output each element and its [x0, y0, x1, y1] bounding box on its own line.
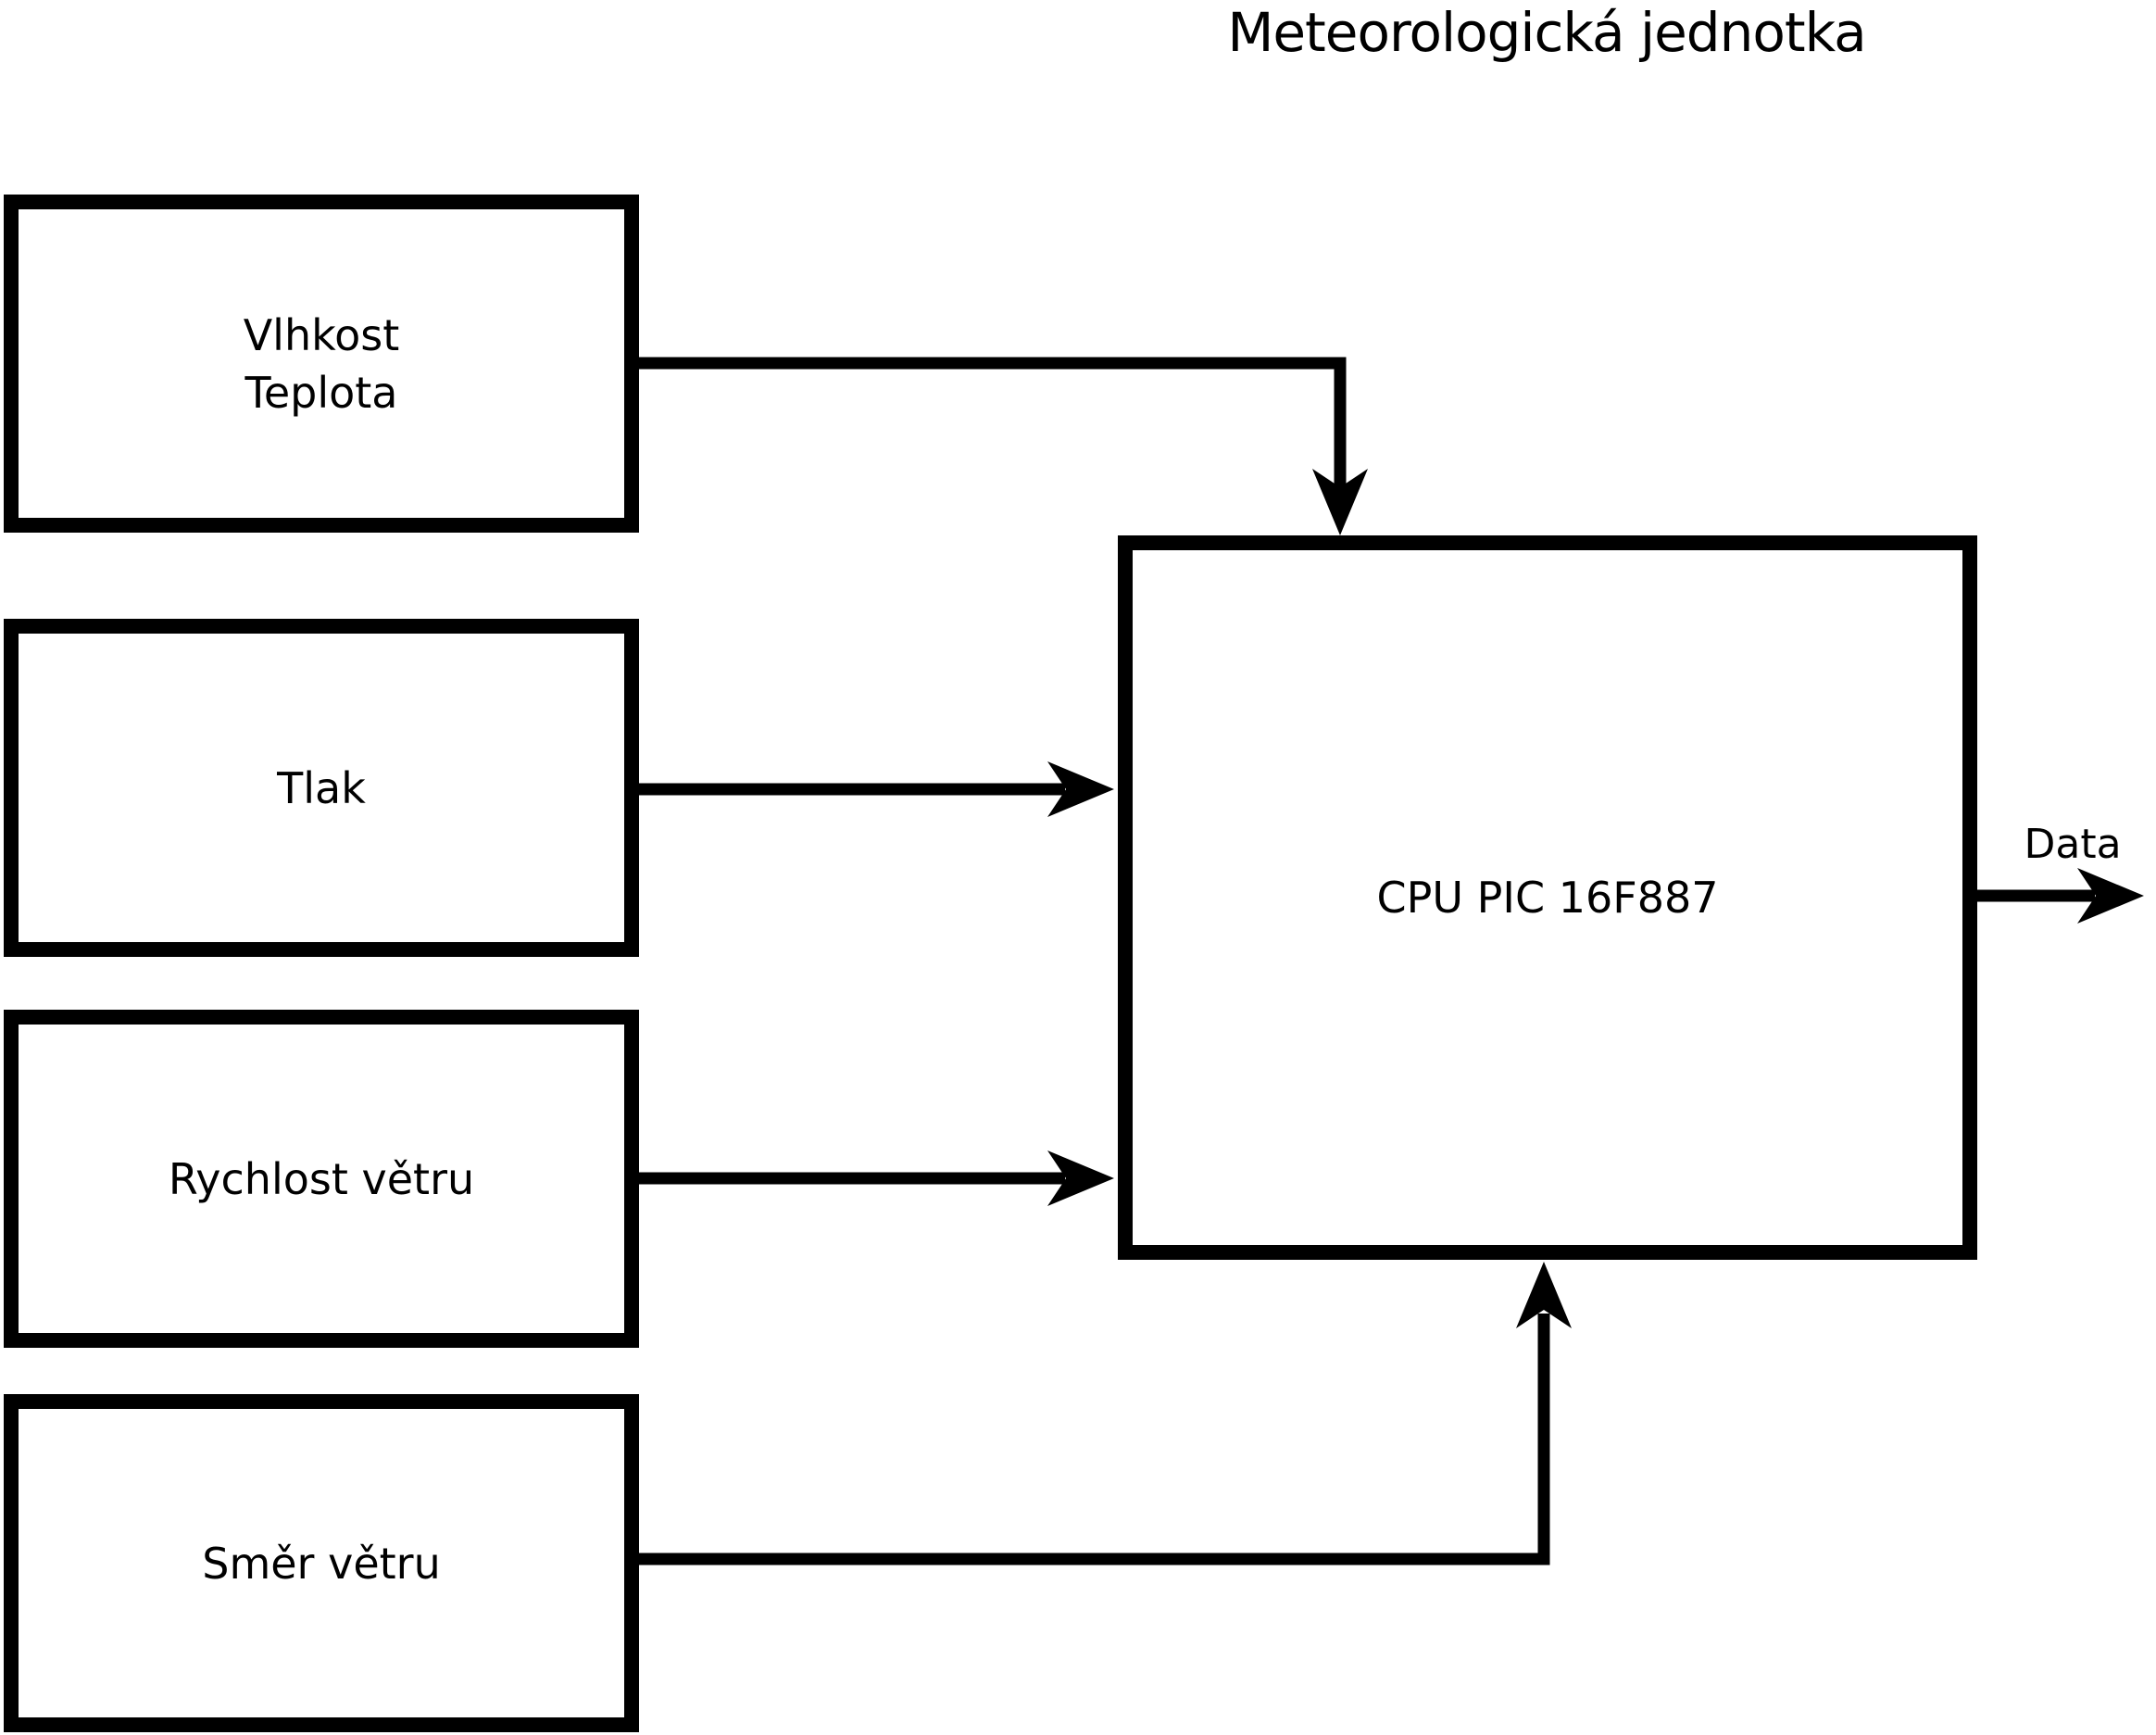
arrowhead-up-icon	[1516, 1262, 1572, 1328]
cpu-box: CPU PIC 16F887	[1118, 535, 1977, 1260]
arrowhead-right-icon	[1047, 1150, 1114, 1206]
cpu-label: CPU PIC 16F887	[1376, 873, 1719, 923]
arrowhead-right-icon	[1047, 761, 1114, 817]
sensor-box-wind-speed: Rychlost větru	[4, 1010, 639, 1348]
connector-wind-direction-to-cpu	[639, 1314, 1550, 1565]
sensor-box-wind-direction: Směr větru	[4, 1394, 639, 1732]
sensor-label-line: Vlhkost	[243, 309, 400, 360]
sensor-label-line: Rychlost větru	[168, 1153, 475, 1204]
sensor-box-pressure: Tlak	[4, 619, 639, 957]
sensor-label-line: Tlak	[277, 762, 366, 813]
output-data-label: Data	[2024, 821, 2122, 868]
connector-humidity-to-cpu	[639, 357, 1347, 491]
arrowhead-right-icon	[2077, 868, 2144, 924]
sensor-label-line: Teplota	[244, 367, 398, 418]
diagram-title: Meteorologická jednotka	[1227, 1, 1866, 64]
arrowhead-down-icon	[1312, 469, 1368, 535]
sensor-box-humidity-temperature: Vlhkost Teplota	[4, 195, 639, 533]
sensor-label-line: Směr větru	[202, 1538, 441, 1589]
